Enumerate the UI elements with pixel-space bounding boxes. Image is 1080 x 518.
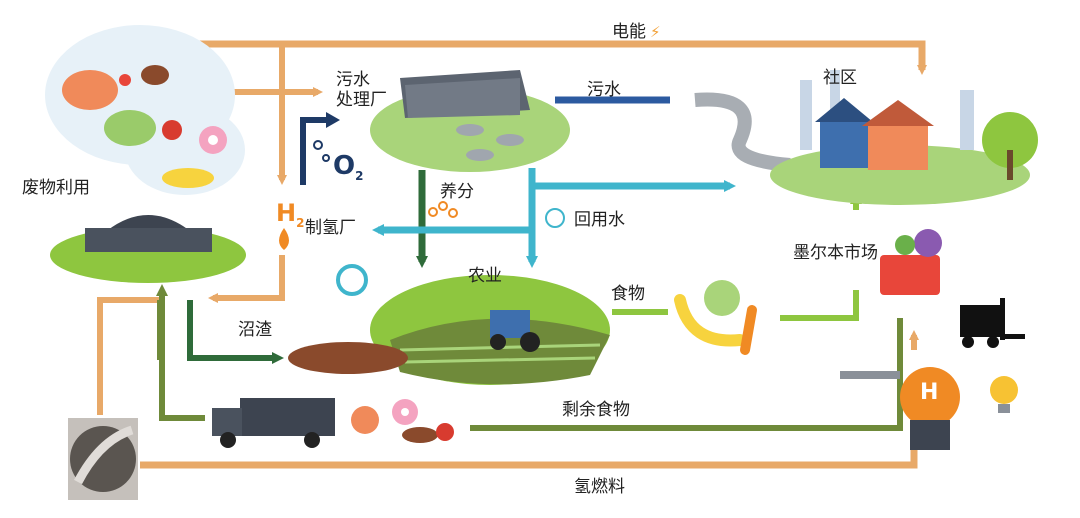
electricity-label: 电能⚡ <box>612 22 661 42</box>
oxygen-flow <box>300 117 330 185</box>
oxygen-subscript: 2 <box>355 169 364 184</box>
community-label: 社区 <box>823 68 857 88</box>
wastewater-label: 污水 <box>587 80 621 100</box>
digestate-label: 沼渣 <box>238 320 272 340</box>
hydrogen-fuel-label: 氢燃料 <box>574 477 625 497</box>
waste-utilization-label: 废物利用 <box>22 178 90 198</box>
hydrogen-drop-icon <box>279 228 289 250</box>
oxygen-bubble <box>322 154 330 162</box>
hydrogen-plant-label: 制氢厂 <box>305 218 356 238</box>
agriculture-label: 农业 <box>468 266 502 286</box>
forklift-icon <box>960 298 1025 348</box>
wastewater-plant-label: 污水 处理厂 <box>336 70 387 110</box>
waste-to-digester-flow <box>156 284 205 421</box>
farm-field <box>370 275 610 385</box>
electricity-flow <box>199 40 927 75</box>
hydrogen-fuel-pump <box>840 367 960 450</box>
leftover-food-pile <box>351 399 454 443</box>
water-ring-icon <box>336 264 368 296</box>
lightbulb-icon <box>990 376 1018 413</box>
pump-letter: H <box>920 380 939 405</box>
hydrogen-subscript: 2 <box>296 215 305 230</box>
nutrients-label: 养分 <box>440 182 474 202</box>
garbage-truck <box>212 398 335 448</box>
electricity-label-text: 电能 <box>612 22 646 42</box>
oxygen-label: O2 <box>333 152 363 190</box>
hydrogen-to-digester-flow <box>208 255 285 303</box>
water-drop-icon <box>545 208 565 228</box>
food-flow-2 <box>780 290 859 321</box>
oxygen-arrowhead <box>326 112 340 128</box>
digestate-pile <box>288 342 408 374</box>
melbourne-market-label: 墨尔本市场 <box>793 243 878 263</box>
food-label: 食物 <box>611 284 645 304</box>
lightning-bolt-icon: ⚡ <box>650 23 661 41</box>
community-houses <box>770 70 1038 205</box>
recycled-water-label: 回用水 <box>574 210 625 230</box>
food-waste-cloud <box>45 25 245 195</box>
market-basket <box>880 229 942 295</box>
biogas-digester <box>50 215 246 283</box>
nutrients-icon <box>428 201 458 218</box>
leftover-food-flow <box>470 318 903 431</box>
wastewater-pipe <box>694 92 791 172</box>
pipeline-icon <box>68 418 138 500</box>
hydrogen-fuel-flow <box>97 297 160 415</box>
wastewater-treatment-plant <box>370 70 570 172</box>
hydrogen-symbol-label: H2 <box>276 200 304 236</box>
oxygen-bubble <box>313 140 323 150</box>
food-produce <box>674 280 757 355</box>
hydrogen-symbol: H <box>276 199 297 227</box>
leftover-food-label: 剩余食物 <box>562 400 630 420</box>
oxygen-symbol: O <box>333 151 356 181</box>
digestate-flow <box>187 300 284 364</box>
